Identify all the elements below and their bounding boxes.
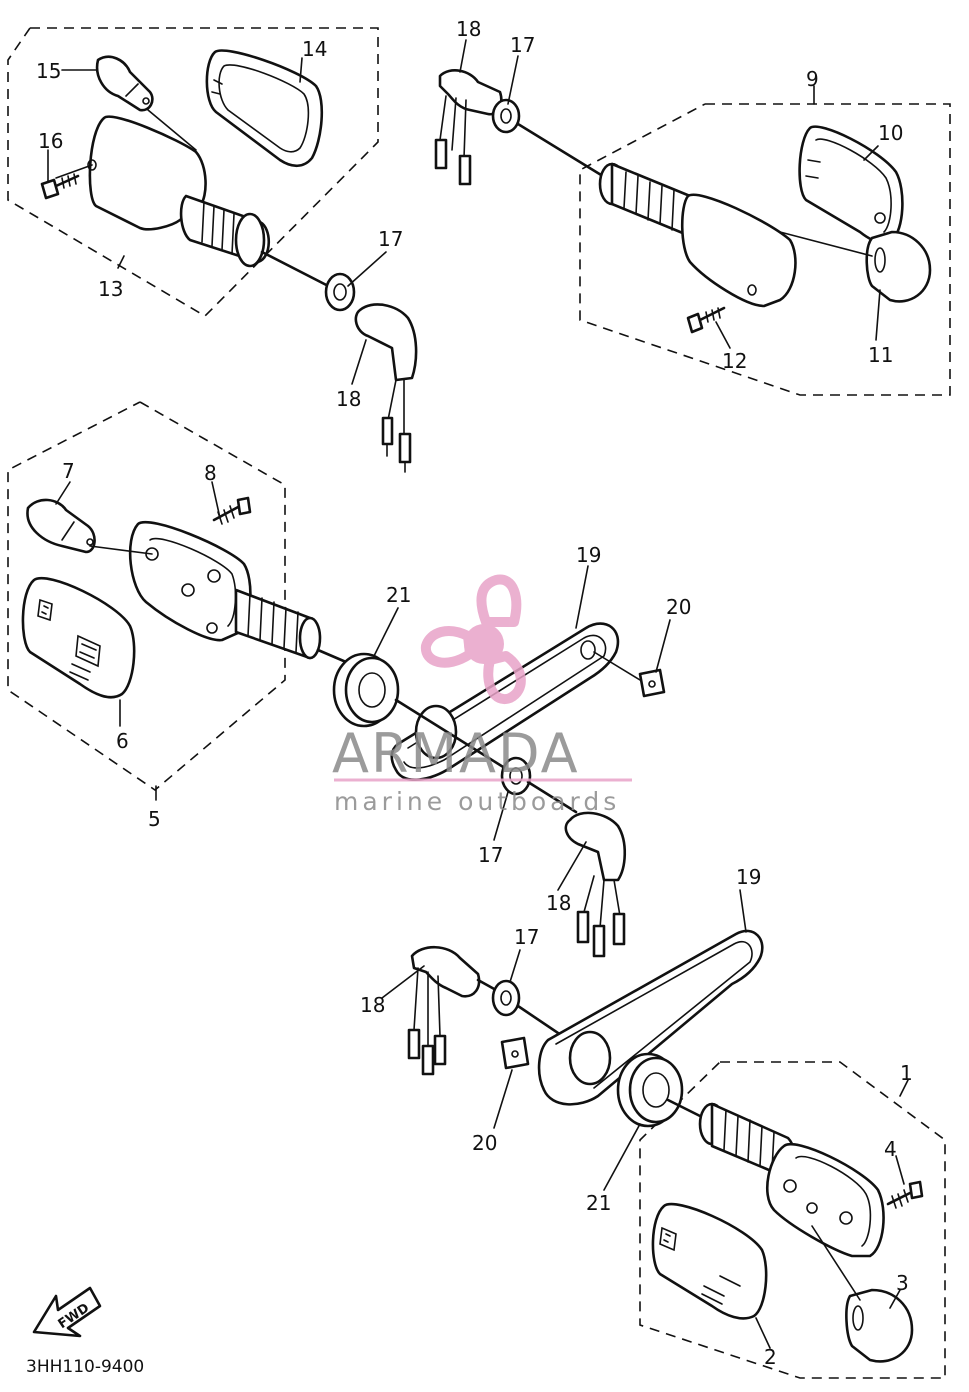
screw-12 bbox=[686, 306, 726, 334]
callout-10: 10 bbox=[878, 121, 903, 145]
clip-20a bbox=[593, 651, 666, 698]
callout-4: 4 bbox=[884, 1137, 897, 1161]
housing-9 bbox=[598, 162, 797, 308]
grommet-21b bbox=[616, 1052, 706, 1128]
grommet-17b bbox=[491, 98, 608, 180]
clip-20b bbox=[500, 1036, 530, 1070]
callout-6: 6 bbox=[116, 729, 129, 753]
leader-lines bbox=[47, 39, 909, 1349]
watermark-brand: ARMADA bbox=[332, 722, 580, 785]
lens-6 bbox=[21, 577, 136, 699]
callout-1: 1 bbox=[900, 1061, 913, 1085]
callout-21-a: 21 bbox=[386, 583, 411, 607]
callout-17-d: 17 bbox=[514, 925, 539, 949]
connector-18b bbox=[434, 69, 503, 186]
screw-16 bbox=[40, 173, 80, 200]
callout-16: 16 bbox=[38, 129, 63, 153]
callout-18-a: 18 bbox=[336, 387, 361, 411]
callout-17-b: 17 bbox=[510, 33, 535, 57]
bulb-15 bbox=[95, 55, 154, 112]
callout-12: 12 bbox=[722, 349, 747, 373]
callout-7: 7 bbox=[62, 459, 75, 483]
screw-4 bbox=[886, 1180, 924, 1209]
watermark-tagline: marine outboards bbox=[334, 787, 620, 816]
assembly-box-1 bbox=[639, 1061, 946, 1379]
callout-21-b: 21 bbox=[586, 1191, 611, 1215]
callout-18-d: 18 bbox=[360, 993, 385, 1017]
callout-8: 8 bbox=[204, 461, 217, 485]
center-rod bbox=[394, 698, 510, 772]
grommet-21a bbox=[332, 652, 400, 728]
stay-19b bbox=[537, 929, 764, 1106]
callout-11: 11 bbox=[868, 343, 893, 367]
callout-20-a: 20 bbox=[666, 595, 691, 619]
callout-3: 3 bbox=[896, 1271, 909, 1295]
callout-19-b: 19 bbox=[736, 865, 761, 889]
connector-18d bbox=[407, 945, 481, 1076]
connector-18a bbox=[354, 303, 418, 473]
callout-15: 15 bbox=[36, 59, 61, 83]
callout-18-b: 18 bbox=[456, 17, 481, 41]
callout-2: 2 bbox=[764, 1345, 777, 1369]
lens-14 bbox=[205, 49, 324, 168]
bulb-3 bbox=[845, 1288, 914, 1363]
screw-8 bbox=[212, 496, 252, 525]
lens-2 bbox=[651, 1202, 768, 1320]
bulb-7 bbox=[26, 498, 96, 554]
callout-20-b: 20 bbox=[472, 1131, 497, 1155]
fwd-arrow-icon: FWD bbox=[32, 1286, 102, 1338]
assembly-box-13 bbox=[7, 27, 379, 318]
callout-numbers: 15 14 16 13 17 18 18 17 9 10 12 11 7 8 6… bbox=[36, 17, 913, 1369]
propeller-logo bbox=[420, 574, 526, 705]
callout-17-c: 17 bbox=[478, 843, 503, 867]
part-code: 3HH110-9400 bbox=[26, 1357, 144, 1377]
housing-1 bbox=[698, 1102, 885, 1258]
housing-13 bbox=[87, 115, 342, 294]
grommet-17a bbox=[324, 272, 356, 312]
grommet-17c bbox=[500, 756, 578, 814]
callout-5: 5 bbox=[148, 807, 161, 831]
callout-19-a: 19 bbox=[576, 543, 601, 567]
housing-5 bbox=[128, 521, 362, 670]
bulb-11 bbox=[865, 230, 932, 303]
armada-watermark: ARMADA marine outboards bbox=[332, 574, 632, 816]
callout-13: 13 bbox=[98, 277, 123, 301]
callout-14: 14 bbox=[302, 37, 327, 61]
assembly-box-9 bbox=[579, 103, 951, 396]
callout-18-c: 18 bbox=[546, 891, 571, 915]
callout-17-a: 17 bbox=[378, 227, 403, 251]
assembly-box-5 bbox=[7, 401, 286, 792]
connector-18c bbox=[564, 811, 627, 958]
callout-9: 9 bbox=[806, 67, 819, 91]
